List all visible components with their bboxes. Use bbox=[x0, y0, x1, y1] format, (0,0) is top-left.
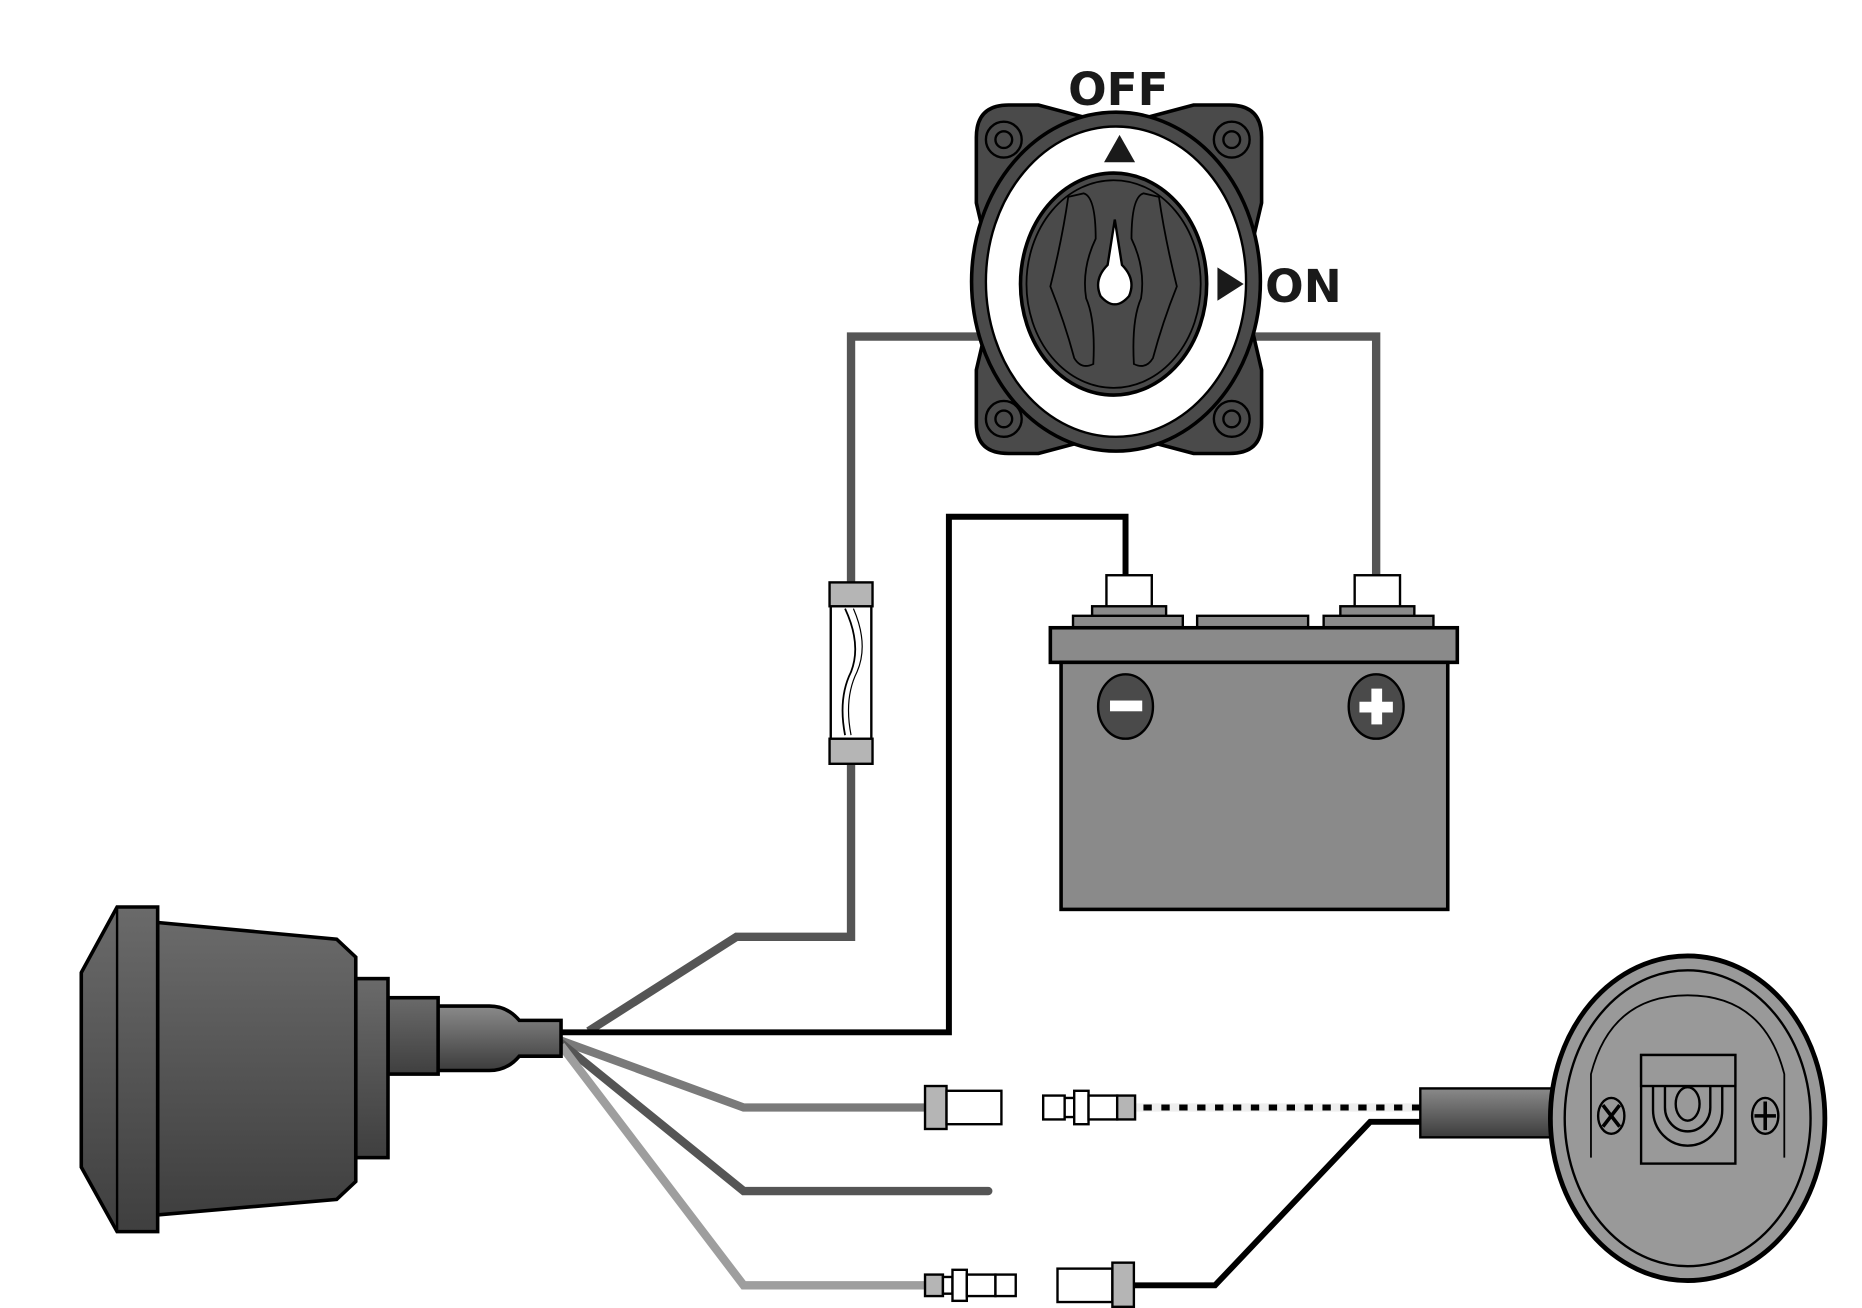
battery bbox=[1048, 574, 1460, 912]
screw-x-icon bbox=[1596, 1096, 1626, 1135]
battery-lid bbox=[1048, 625, 1460, 665]
wire-ground-black bbox=[561, 513, 1129, 1036]
wire-sender-black bbox=[1133, 1118, 1423, 1289]
knob-pointer bbox=[1096, 219, 1133, 306]
battery-switch[interactable]: OFF ON bbox=[969, 63, 1342, 456]
screw-phillips-icon bbox=[1750, 1096, 1780, 1135]
minus-icon bbox=[1096, 673, 1155, 740]
gauge-bezel bbox=[79, 905, 160, 1234]
wire-light-gray bbox=[557, 1042, 927, 1290]
knob-handle bbox=[1130, 192, 1178, 367]
fuse-cap bbox=[828, 737, 874, 765]
wire-switch-to-battery-positive bbox=[1253, 332, 1381, 578]
wire-switch-to-fuse bbox=[846, 332, 982, 583]
screw-hole bbox=[1212, 399, 1251, 438]
off-label: OFF bbox=[1068, 63, 1169, 116]
connector-male bbox=[1041, 1089, 1137, 1126]
gauge bbox=[79, 905, 563, 1234]
fuse-cap bbox=[828, 581, 874, 608]
fuse-element bbox=[841, 608, 857, 736]
on-arrow-icon bbox=[1217, 267, 1244, 301]
wire-dark-gray bbox=[556, 1038, 993, 1196]
screw-hole bbox=[984, 399, 1023, 438]
screw-hole bbox=[984, 120, 1023, 159]
wire-fuse-to-gauge bbox=[586, 763, 856, 1035]
sender-cable-sleeve bbox=[1419, 1087, 1559, 1139]
connector-female bbox=[923, 1084, 1003, 1131]
sender-unit bbox=[1419, 953, 1828, 1283]
screw-hole bbox=[1212, 120, 1251, 159]
connector-female bbox=[1056, 1261, 1136, 1308]
battery-negative-post bbox=[1105, 574, 1153, 610]
gauge-body bbox=[155, 920, 358, 1217]
knob-handle bbox=[1049, 192, 1097, 367]
inline-fuse bbox=[828, 581, 874, 765]
wire-sender-gray bbox=[559, 1036, 927, 1112]
connector-male bbox=[923, 1268, 1017, 1303]
battery-positive-post bbox=[1353, 574, 1402, 610]
on-label: ON bbox=[1265, 260, 1342, 313]
gauge-boot bbox=[398, 1004, 563, 1073]
off-arrow-icon bbox=[1104, 134, 1136, 163]
plus-icon bbox=[1347, 673, 1405, 740]
switch-knob-inner bbox=[1025, 179, 1202, 389]
